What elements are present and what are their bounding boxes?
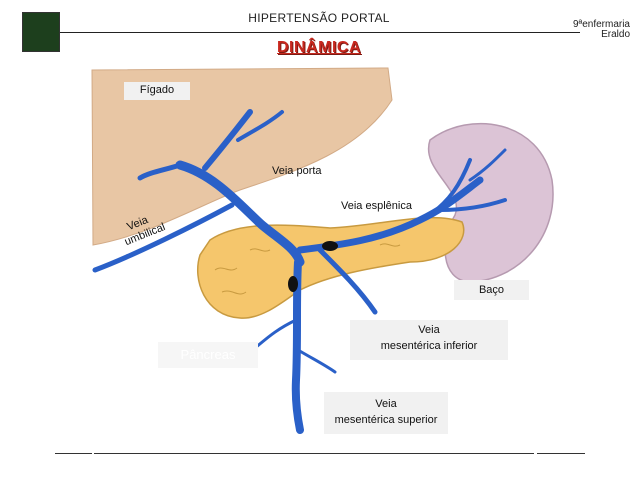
superior-mesenteric-label: Veia mesentérica superior — [324, 392, 448, 434]
institution-logo — [22, 12, 60, 52]
splenic-branch-3 — [468, 148, 507, 182]
page-subtitle: DINÂMICA — [277, 39, 361, 56]
vessel-junction-2 — [288, 276, 298, 292]
splenic-branch-1 — [428, 158, 472, 217]
splenic-branch-2 — [438, 198, 507, 212]
vessel-junction-1 — [322, 241, 338, 251]
pancreas-shape — [196, 216, 465, 319]
footer-divider-left — [55, 453, 92, 454]
footer-divider-main — [94, 453, 534, 454]
brand-line-2: Eraldo — [601, 29, 630, 40]
brand-label: 9ªenfermaria Eraldo — [573, 20, 630, 40]
portal-branch-upright — [236, 110, 284, 142]
liver-label: Fígado — [124, 82, 190, 100]
header-divider — [60, 32, 580, 33]
portal-vein-trunk — [175, 160, 305, 267]
liver-shape — [91, 67, 393, 246]
superior-mesenteric-vein — [291, 258, 304, 434]
spleen-label: Baço — [454, 280, 529, 300]
superior-label-line-1: Veia — [375, 398, 397, 410]
inferior-label-line-1: Veia — [418, 324, 440, 336]
umbilical-vein — [92, 202, 235, 273]
splenic-vein-label: Veia esplênica — [341, 200, 412, 212]
sup-mes-branch-2 — [296, 348, 337, 374]
inferior-label-line-2: mesentérica inferior — [380, 340, 478, 352]
pancreas-label: Pâncreas — [158, 342, 258, 368]
inferior-mesenteric-label: Veia mesentérica inferior — [350, 320, 508, 360]
sup-mes-branch-1 — [253, 318, 298, 350]
page-title: HIPERTENSÃO PORTAL — [248, 11, 390, 25]
footer-divider-right — [537, 453, 585, 454]
portal-vein-label: Veia porta — [272, 165, 322, 177]
superior-label-line-2: mesentérica superior — [334, 414, 438, 426]
portal-branch-upper — [202, 109, 253, 171]
brand-line-1: 9ªenfermaria — [572, 19, 630, 30]
inferior-mesenteric-vein — [317, 247, 378, 315]
portal-branch-left — [137, 162, 183, 181]
